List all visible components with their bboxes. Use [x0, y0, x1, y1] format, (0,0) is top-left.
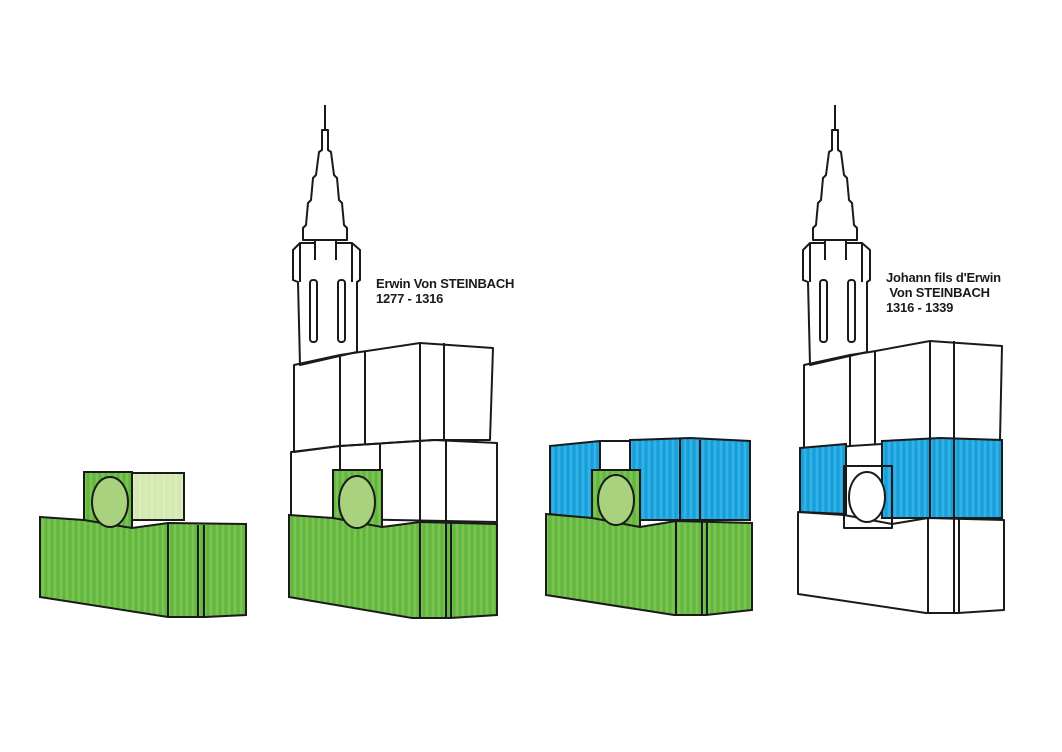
stage-4-main-body	[797, 511, 1005, 614]
stage-2-middle-storey	[290, 439, 498, 523]
stage-2-building	[288, 105, 498, 619]
stage-3-blue-right	[629, 436, 751, 521]
stage-3-rose-window	[597, 474, 635, 526]
stage-1-main-body	[39, 515, 247, 618]
stage-1-building	[39, 471, 247, 618]
stage-4-rose-window	[848, 471, 886, 523]
stage-1-rear-pale-block	[131, 472, 185, 521]
stage-2-tower	[292, 239, 361, 366]
stage-2-upper-storey	[293, 342, 494, 453]
stage-4-caption-line: Von STEINBACH	[886, 285, 990, 300]
stage-2-caption-line: Erwin Von STEINBACH	[376, 276, 515, 291]
stage-3-gap	[599, 440, 631, 471]
stage-4-blue-storey	[799, 442, 847, 516]
stage-4-tower	[802, 239, 871, 366]
stage-4-spire	[812, 105, 858, 241]
stage-2-caption: Erwin Von STEINBACH 1277 - 1316	[376, 276, 514, 306]
stage-4-blue-storey-right	[881, 436, 1003, 519]
stage-4-building	[797, 105, 1005, 614]
stage-2-rose-window	[338, 475, 376, 529]
stage-2-tower-window-right	[337, 279, 346, 343]
stage-1-rose-window	[91, 476, 129, 528]
stage-4-caption: Johann fils d'Erwin Von STEINBACH 1316 -…	[886, 270, 1001, 315]
stage-4-tower-window-right	[847, 279, 856, 343]
stage-4-caption-line: Johann fils d'Erwin	[886, 270, 1001, 285]
stage-3-building	[545, 436, 753, 616]
stage-2-caption-line: 1277 - 1316	[376, 291, 444, 306]
stage-2-spire	[302, 105, 348, 241]
stage-4-caption-line: 1316 - 1339	[886, 300, 954, 315]
stage-4-tower-block	[843, 465, 893, 529]
stage-2-main-body	[288, 513, 498, 619]
stage-2-tower-window-left	[309, 279, 318, 343]
stage-4-upper-storey	[803, 340, 1003, 453]
stage-3-main-body	[545, 512, 753, 616]
stage-4-tower-window-left	[819, 279, 828, 343]
